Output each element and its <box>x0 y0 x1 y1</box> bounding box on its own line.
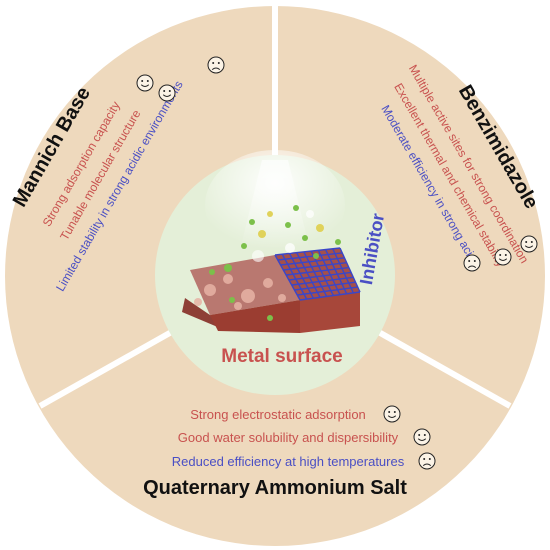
grid-line <box>288 253 314 299</box>
divider-right <box>373 327 512 409</box>
inhibitor-molecules <box>209 205 341 321</box>
mannich-frown-icon-3 <box>207 56 225 74</box>
grid-line <box>274 247 341 256</box>
grid-line <box>339 247 361 293</box>
quaternary-sector: Strong electrostatic adsorption Good wat… <box>143 407 407 499</box>
quaternary-smiley-icon-1 <box>383 405 401 423</box>
grid-line <box>324 249 348 295</box>
grid-line <box>332 248 354 294</box>
benzimidazole-smiley-icon-2 <box>494 248 512 266</box>
grid-line <box>296 252 321 298</box>
grid-line <box>280 257 345 266</box>
metal-side-face <box>300 292 360 333</box>
grid-line <box>294 281 356 291</box>
grid-line <box>303 251 328 297</box>
mannich-smiley-icon-2 <box>158 84 176 102</box>
grid-line <box>297 286 358 296</box>
metal-front-face <box>210 300 300 333</box>
mannich-smiley-icon-1 <box>136 74 154 92</box>
corroded-surface-top <box>190 255 300 315</box>
grid-line <box>291 276 354 286</box>
benzimidazole-frown-icon-3 <box>463 254 481 272</box>
grid-line <box>286 266 349 276</box>
quaternary-title: Quaternary Ammonium Salt <box>143 477 407 499</box>
benzimidazole-smiley-icon-1 <box>520 235 538 253</box>
grid-line <box>299 291 361 301</box>
corrosion-pits <box>194 274 286 310</box>
quaternary-smiley-icon-2 <box>413 428 431 446</box>
quaternary-frown-icon-3 <box>418 452 436 470</box>
quaternary-item-1: Strong electrostatic adsorption <box>190 407 366 422</box>
grid-line <box>274 254 301 301</box>
quaternary-item-3: Reduced efficiency at high temperatures <box>172 454 405 469</box>
grid-line <box>317 250 341 295</box>
grid-line <box>277 252 343 261</box>
grid-line <box>288 271 352 281</box>
grid-line <box>283 261 347 271</box>
grid-line <box>281 253 308 300</box>
corroded-surface-front <box>182 298 220 328</box>
light-beam <box>240 160 310 250</box>
inhibitor-film-grid <box>274 247 361 301</box>
quaternary-item-2: Good water solubility and dispersibility <box>178 430 399 445</box>
divider-left <box>38 327 177 409</box>
metal-surface-label: Metal surface <box>221 346 342 367</box>
metal-block <box>182 247 361 333</box>
